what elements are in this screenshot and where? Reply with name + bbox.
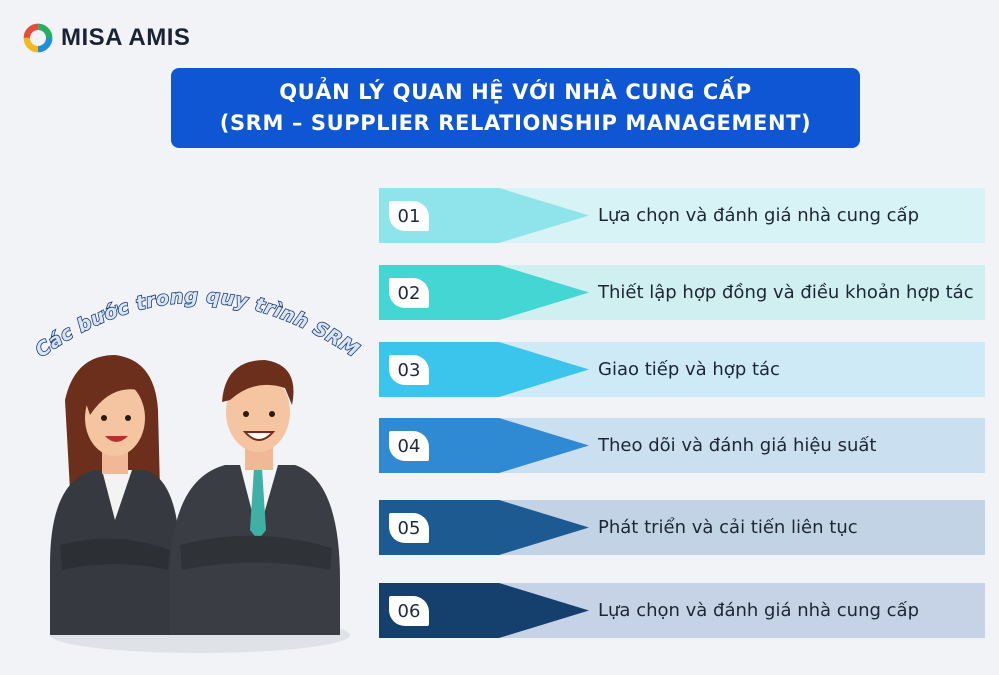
step-number: 01 xyxy=(389,201,429,231)
step-arrow-shape xyxy=(379,500,985,555)
step-number: 02 xyxy=(389,278,429,308)
step-arrow-shape xyxy=(379,188,985,243)
step-label: Lựa chọn và đánh giá nhà cung cấp xyxy=(598,600,919,621)
title-line-1: QUẢN LÝ QUAN HỆ VỚI NHÀ CUNG CẤP xyxy=(279,80,752,104)
brand-logo: MISA AMIS xyxy=(22,20,190,56)
step-label: Thiết lập hợp đồng và điều khoản hợp tác xyxy=(598,282,974,303)
step-item: 04 Theo dõi và đánh giá hiệu suất xyxy=(379,418,985,473)
step-item: 01 Lựa chọn và đánh giá nhà cung cấp xyxy=(379,188,985,243)
side-caption: Các bước trong quy trình SRM xyxy=(31,285,364,363)
misa-logo-icon xyxy=(23,23,53,53)
step-item: 05 Phát triển và cải tiến liên tục xyxy=(379,500,985,555)
step-label: Giao tiếp và hợp tác xyxy=(598,359,780,380)
step-item: 02 Thiết lập hợp đồng và điều khoản hợp t… xyxy=(379,265,985,320)
step-label: Lựa chọn và đánh giá nhà cung cấp xyxy=(598,205,919,226)
step-number: 05 xyxy=(389,513,429,543)
step-arrow-shape xyxy=(379,342,985,397)
step-arrow-shape xyxy=(379,583,985,638)
step-label: Phát triển và cải tiến liên tục xyxy=(598,517,858,538)
businessman-figure xyxy=(170,360,340,635)
step-arrow-shape xyxy=(379,265,985,320)
brand-name: MISA AMIS xyxy=(61,24,191,51)
step-item: 06 Lựa chọn và đánh giá nhà cung cấp xyxy=(379,583,985,638)
step-number: 03 xyxy=(389,355,429,385)
step-arrow-shape xyxy=(379,418,985,473)
step-number: 04 xyxy=(389,431,429,461)
step-label: Theo dõi và đánh giá hiệu suất xyxy=(598,435,877,456)
businesswoman-figure xyxy=(50,355,180,635)
page-title: QUẢN LÝ QUAN HỆ VỚI NHÀ CUNG CẤP (SRM – … xyxy=(171,68,860,148)
step-item: 03 Giao tiếp và hợp tác xyxy=(379,342,985,397)
title-line-2: (SRM – SUPPLIER RELATIONSHIP MANAGEMENT) xyxy=(219,111,812,135)
business-people-illustration xyxy=(50,355,350,653)
step-number: 06 xyxy=(389,596,429,626)
